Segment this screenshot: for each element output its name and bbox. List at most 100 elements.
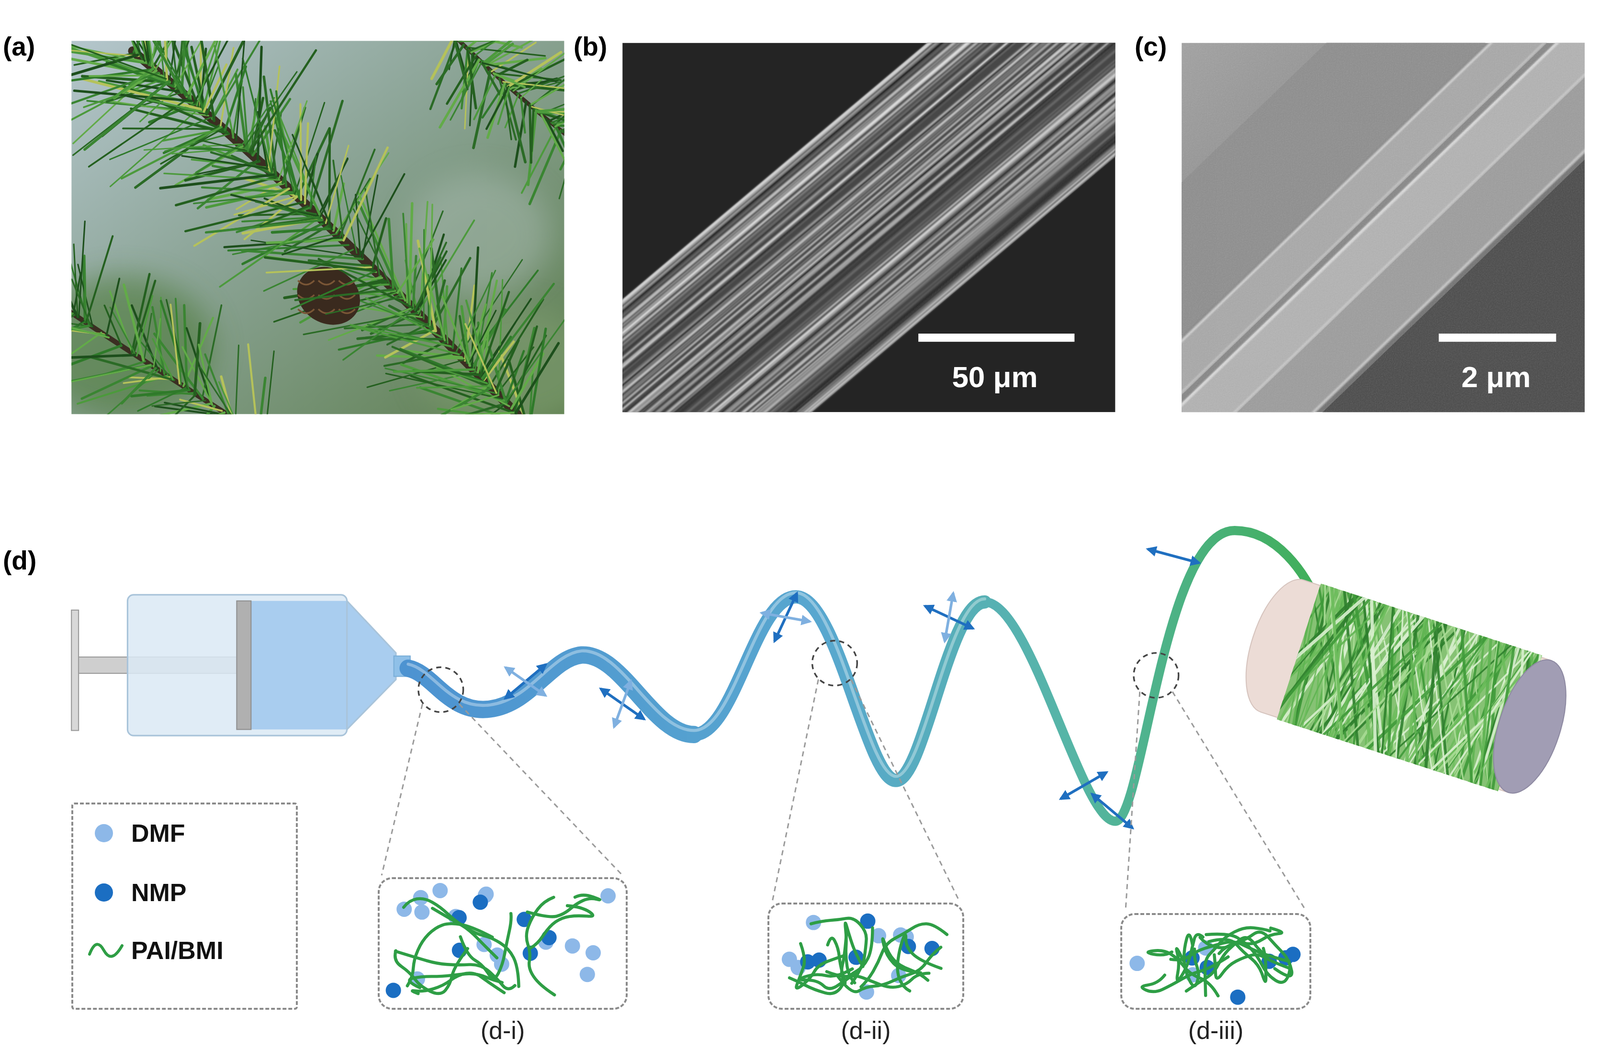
legend-text: PAI/BMI bbox=[131, 935, 224, 967]
pine-needle bbox=[71, 313, 72, 329]
arrow-pair bbox=[924, 593, 973, 642]
pine-needle bbox=[450, 395, 499, 410]
pine-needle bbox=[497, 87, 510, 125]
fiber-edge bbox=[1181, 43, 1585, 413]
fiber-streak bbox=[622, 43, 1116, 413]
fiber-mat bbox=[1276, 583, 1543, 792]
solvent-arrow bbox=[944, 593, 954, 642]
polymer-chain bbox=[1218, 932, 1292, 977]
pine-needle bbox=[265, 257, 376, 271]
pine-needle bbox=[185, 202, 304, 232]
fiber-streak bbox=[622, 43, 1116, 413]
pine-needle bbox=[515, 343, 559, 413]
polymer-chain bbox=[530, 905, 593, 948]
inset-label: (d-ii) bbox=[841, 1016, 891, 1046]
fiber-streak bbox=[622, 43, 1116, 413]
pine-needle bbox=[429, 204, 433, 326]
dmf-molecule bbox=[1129, 956, 1145, 972]
collector-drum bbox=[1189, 553, 1600, 812]
pine-needle bbox=[90, 357, 175, 381]
drum-face bbox=[1479, 651, 1581, 802]
polymer-chain bbox=[526, 897, 555, 996]
pine-needle bbox=[397, 239, 434, 293]
legend-box: DMFNMPPAI/BMI bbox=[71, 802, 298, 1011]
fiber-streak bbox=[622, 43, 1116, 413]
pine-needle bbox=[244, 71, 297, 148]
polymer-chain bbox=[800, 969, 857, 990]
pine-needle bbox=[264, 351, 274, 415]
inset-label: (d-iii) bbox=[1188, 1016, 1244, 1046]
syringe-cone bbox=[347, 601, 396, 731]
pine-needle bbox=[106, 278, 120, 337]
molecule-schematics bbox=[385, 883, 1301, 1006]
pine-needle bbox=[242, 58, 272, 173]
pine-needle bbox=[459, 40, 506, 42]
polymer-chain bbox=[811, 918, 867, 984]
pine-needle bbox=[467, 48, 476, 109]
collected-fiber bbox=[1321, 597, 1443, 762]
legend-text: DMF bbox=[131, 818, 186, 849]
collected-fiber bbox=[1382, 616, 1492, 778]
pine-needle bbox=[196, 40, 224, 106]
fiber-streak bbox=[622, 43, 1116, 413]
plunger-head bbox=[236, 601, 251, 731]
pine-needle bbox=[270, 89, 300, 199]
pine-needle bbox=[225, 66, 246, 131]
fiber-streak bbox=[622, 43, 1116, 413]
scale-bar bbox=[918, 333, 1075, 342]
pine-needle bbox=[110, 117, 211, 160]
pine-needle bbox=[166, 299, 188, 389]
legend-swatch bbox=[94, 883, 113, 902]
pine-needle bbox=[520, 97, 526, 133]
cone-scale bbox=[318, 280, 335, 285]
pine-needle bbox=[388, 219, 394, 290]
zoom-circle bbox=[1133, 653, 1179, 699]
pine-needle bbox=[482, 283, 554, 379]
fiber-streak bbox=[622, 43, 1116, 413]
pine-needle bbox=[474, 40, 509, 56]
pine-needle bbox=[365, 189, 380, 276]
fiber-edge bbox=[1181, 43, 1585, 413]
fiber-edge bbox=[1181, 43, 1585, 413]
fiber-streak bbox=[622, 43, 1116, 413]
pine-needle bbox=[234, 196, 297, 215]
thin-fiber bbox=[1181, 43, 1585, 413]
collected-fiber bbox=[1329, 599, 1389, 744]
legend-row: DMF bbox=[85, 818, 287, 849]
molecule-inset-box: (d-iii) bbox=[1120, 913, 1312, 1011]
pine-needle bbox=[235, 345, 239, 415]
polymer-chain bbox=[1183, 935, 1199, 987]
pine-needle bbox=[291, 271, 376, 310]
pine-photo bbox=[71, 40, 564, 415]
pine-needle bbox=[123, 284, 144, 361]
nmp-molecule bbox=[1229, 990, 1246, 1006]
pine-needle bbox=[117, 40, 145, 61]
arrow-pair bbox=[505, 664, 546, 699]
collected-fiber bbox=[1276, 583, 1372, 738]
arrow-pair bbox=[1092, 794, 1133, 829]
sem-image-low bbox=[622, 43, 1116, 413]
fiber-streak bbox=[622, 43, 1116, 413]
pine-needle bbox=[365, 298, 442, 338]
polymer-chain bbox=[527, 895, 600, 917]
inset-label: (d-i) bbox=[480, 1016, 525, 1046]
pine-needle bbox=[423, 229, 425, 320]
pine-needle bbox=[242, 87, 248, 151]
pine-needle bbox=[493, 73, 525, 88]
collected-fiber bbox=[1392, 619, 1471, 771]
fiber-shade bbox=[1181, 43, 1585, 413]
pine-needle bbox=[202, 187, 293, 193]
pine-needle bbox=[260, 206, 308, 226]
dmf-molecule bbox=[564, 938, 581, 955]
pine-needle bbox=[121, 126, 222, 179]
pine-needle bbox=[452, 40, 468, 90]
fiber-streak bbox=[622, 43, 1116, 413]
fiber-streak bbox=[622, 43, 1116, 413]
solvent-arrow bbox=[1148, 549, 1200, 564]
sem-background bbox=[1181, 43, 1585, 413]
sem-image-high bbox=[1181, 43, 1585, 413]
dmf-molecule bbox=[396, 901, 412, 918]
pine-needle bbox=[529, 105, 532, 163]
fiber-streak bbox=[622, 43, 1116, 413]
pine-needle bbox=[450, 62, 482, 121]
